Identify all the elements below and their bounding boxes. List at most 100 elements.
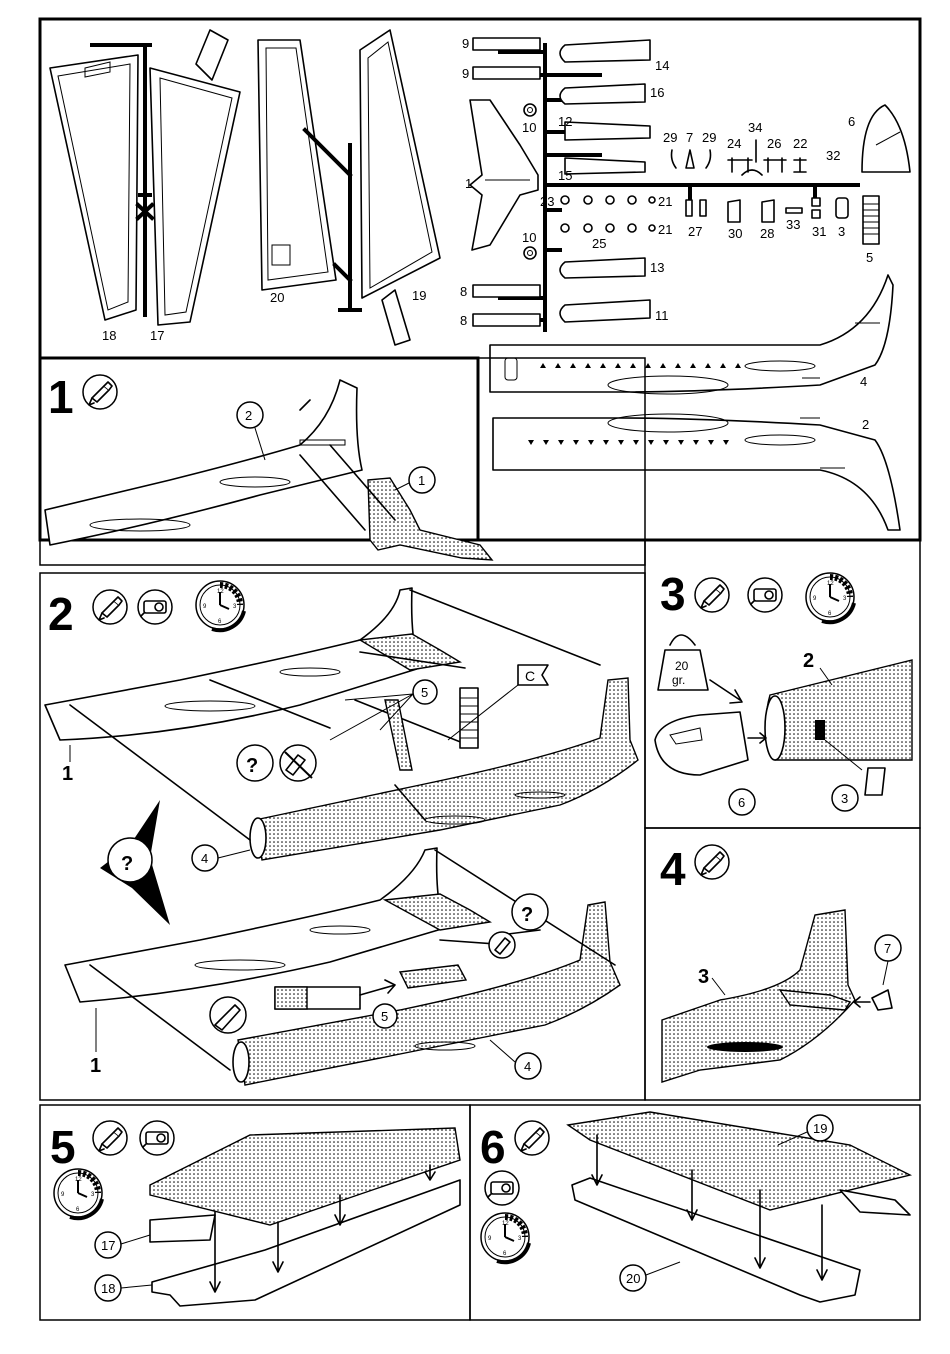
step-4-number: 4 (660, 843, 686, 895)
glue-icon (93, 1121, 127, 1155)
part-9-top (473, 38, 540, 50)
part-5-ladder (863, 196, 879, 244)
step-2-panel: 2 5 C (40, 573, 645, 1100)
label-part-24: 24 (727, 136, 741, 151)
label-1-upper: 1 (62, 763, 73, 785)
tape-icon (485, 1171, 519, 1205)
part-22 (794, 158, 806, 172)
step-6-number: 6 (480, 1121, 506, 1173)
callout-2-step1-label: 2 (245, 408, 252, 423)
clock-icon (806, 573, 854, 622)
weight-unit: gr. (672, 673, 685, 687)
glue-icon (93, 590, 127, 624)
canopy-part-6 (862, 105, 910, 172)
callout-5-upper-label: 5 (421, 685, 428, 700)
part-7-cone (686, 150, 694, 168)
fuselage-part-2 (493, 414, 900, 530)
label-part-9a: 9 (462, 36, 469, 51)
clock-icon (481, 1213, 529, 1262)
part-15 (565, 158, 645, 174)
label-part-10b: 10 (522, 230, 536, 245)
weight-value: 20 (675, 659, 689, 673)
part-30 (728, 200, 740, 222)
callout-20-step6-label: 20 (626, 1271, 640, 1286)
step-3-number: 3 (660, 568, 686, 620)
callout-3-step3-label: 3 (841, 791, 848, 806)
label-part-20: 20 (270, 290, 284, 305)
decal-C-strip: C (448, 665, 548, 748)
parts-sprue-panel: 18 17 20 19 9 9 14 1 (40, 19, 920, 540)
wing-part-19 (360, 30, 440, 345)
part-3 (836, 198, 848, 218)
glue-icon (83, 375, 117, 409)
part-29-left (672, 150, 677, 168)
clock-icon (54, 1169, 102, 1218)
step-3-panel: 3 20 gr. 6 2 3 (645, 540, 920, 828)
label-part-27: 27 (688, 224, 702, 239)
label-part-15: 15 (558, 168, 572, 183)
label-part-25: 25 (592, 236, 606, 251)
step2-lower-glue-question: ? (489, 894, 548, 958)
step4-tail-assembly (662, 910, 855, 1082)
step3-arrow-nose (748, 733, 766, 743)
label-part-4: 4 (860, 374, 867, 389)
label-part-9b: 9 (462, 66, 469, 81)
part-28 (762, 200, 774, 222)
part-26 (764, 158, 786, 172)
part-34 (742, 140, 762, 175)
part-12 (565, 122, 650, 140)
label-part-23: 23 (540, 194, 554, 209)
label-part-5: 5 (866, 250, 873, 265)
label-part-7: 7 (686, 130, 693, 145)
door-part-3 (865, 768, 885, 795)
part-27 (686, 200, 706, 216)
step-4-panel: 4 3 7 (645, 828, 920, 1100)
label-2-step3: 2 (803, 650, 814, 672)
part-8-bottom (473, 314, 540, 326)
wheel-row-23-21 (561, 196, 655, 204)
question-divider-icon: ? (100, 800, 170, 925)
label-part-3: 3 (838, 224, 845, 239)
weight-20gr-icon: 20 gr. (658, 635, 708, 690)
label-part-13: 13 (650, 260, 664, 275)
step-6-panel: 6 19 20 (470, 1105, 920, 1320)
part-16 (560, 84, 645, 104)
glue-icon (695, 845, 729, 879)
label-part-22: 22 (793, 136, 807, 151)
wheel-part-10-top (524, 104, 536, 116)
glue-icon (515, 1121, 549, 1155)
part-11 (560, 300, 650, 322)
callout-4-upper-label: 4 (201, 851, 208, 866)
decal-letter: C (525, 668, 535, 684)
callout-17-step5-label: 17 (101, 1238, 115, 1253)
step-5-number: 5 (50, 1121, 76, 1173)
svg-text:?: ? (121, 853, 133, 875)
tape-icon (140, 1121, 174, 1155)
wing-part-17 (150, 30, 240, 325)
label-part-16: 16 (650, 85, 664, 100)
label-part-21b: 21 (658, 222, 672, 237)
label-part-34: 34 (748, 120, 762, 135)
callout-19-step6-label: 19 (813, 1121, 827, 1136)
tail-cone-part-7 (872, 990, 892, 1010)
label-part-29b: 29 (702, 130, 716, 145)
label-part-11: 11 (655, 308, 669, 323)
part-29-right (706, 150, 711, 168)
callout-18-step5-label: 18 (101, 1281, 115, 1296)
label-part-8a: 8 (460, 284, 467, 299)
label-part-8b: 8 (460, 313, 467, 328)
step3-fuselage (765, 660, 912, 760)
label-3-step4: 3 (698, 966, 709, 988)
part-13 (560, 258, 645, 278)
label-1-lower: 1 (90, 1055, 101, 1077)
label-part-14: 14 (655, 58, 669, 73)
callout-6-step3-label: 6 (738, 795, 745, 810)
label-part-10a: 10 (522, 120, 536, 135)
tape-icon (138, 590, 172, 624)
part-14 (560, 40, 650, 62)
label-part-6: 6 (848, 114, 855, 129)
callout-4-lower-label: 4 (524, 1059, 531, 1074)
part-31 (812, 198, 820, 218)
label-part-28: 28 (760, 226, 774, 241)
